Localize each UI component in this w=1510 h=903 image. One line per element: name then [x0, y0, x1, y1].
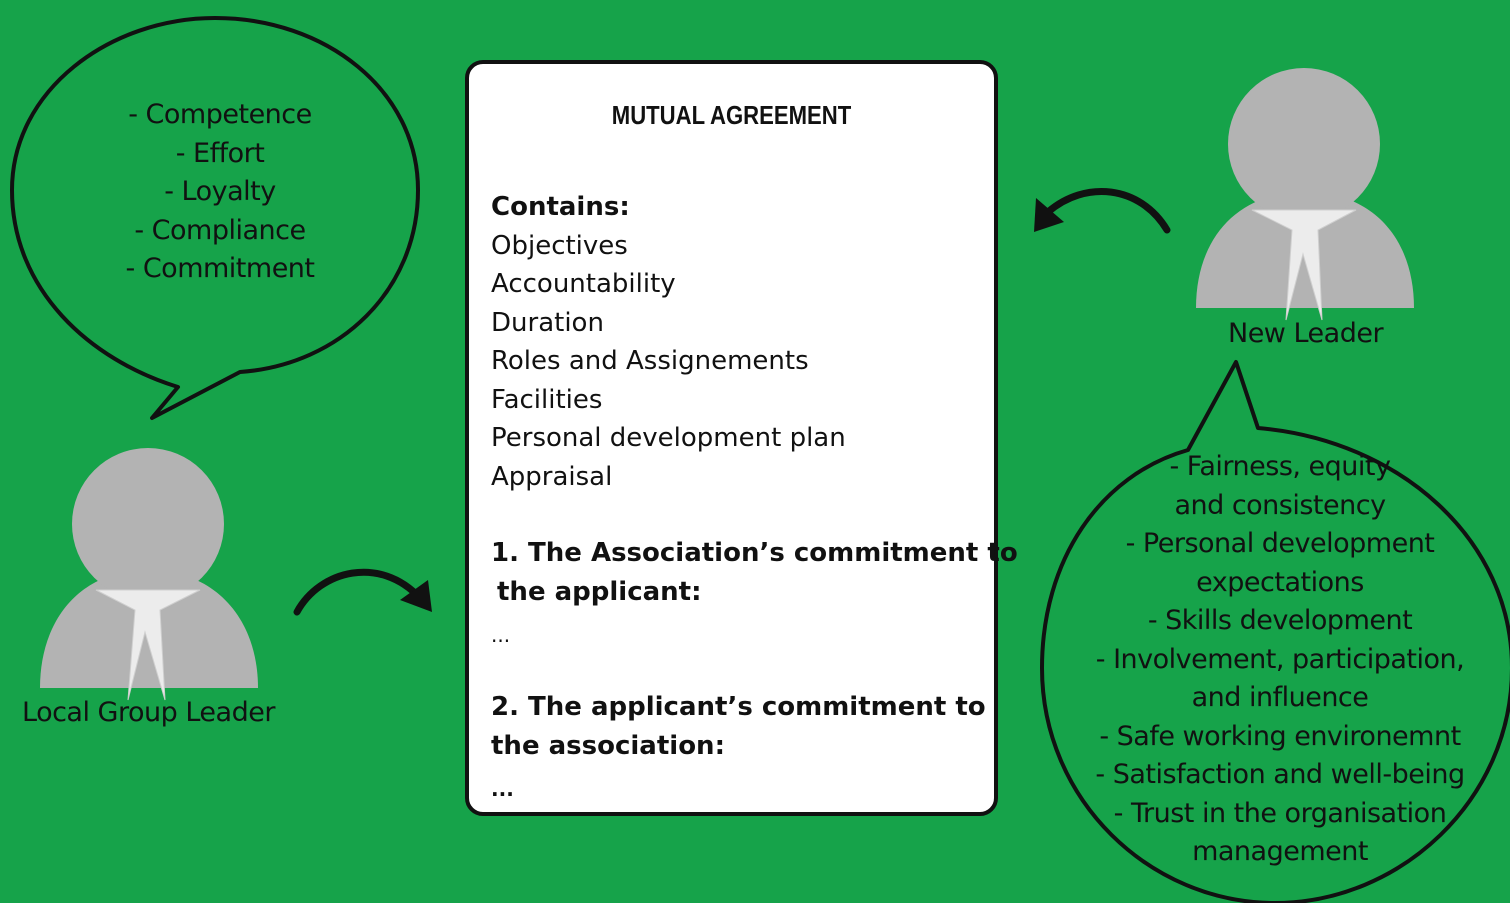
contains-item: Personal development plan [491, 423, 846, 453]
new-expectation-line: management [1192, 836, 1368, 867]
new-expectation-line: - Skills development [1147, 605, 1413, 636]
new-expectation-line: - Fairness, equity [1169, 451, 1391, 482]
contains-item: Accountability [491, 269, 676, 299]
local-scarf-icon [95, 589, 201, 701]
local-expectation-item: - Commitment [125, 253, 316, 284]
contains-item: Appraisal [491, 461, 613, 492]
new-scarf-icon [1251, 209, 1357, 321]
local-group-leader-label: Local Group Leader [22, 697, 275, 728]
local-expectations-list: - Competence - Effort - Loyalty - Compli… [60, 96, 380, 289]
contains-item: Objectives [491, 230, 628, 261]
local-leader-avatar [40, 448, 258, 701]
new-expectation-line: - Trust in the organisation [1113, 797, 1447, 829]
contains-section: Contains: Objectives Accountability Dura… [491, 188, 846, 496]
association-commitment-heading-line: the applicant: [497, 576, 702, 607]
local-expectation-item: - Competence [128, 99, 312, 130]
arrow-from-new-leader [1034, 188, 1171, 234]
applicant-commitment-heading-line: 2. The applicant’s commitment to [491, 692, 986, 722]
local-expectation-item: - Compliance [134, 214, 306, 246]
association-commitment-ellipsis: ... [491, 623, 511, 647]
mutual-agreement-document: MUTUAL AGREEMENT Contains: Objectives Ac… [465, 60, 1018, 816]
new-speech-bubble [1040, 360, 1510, 903]
new-expectation-line: - Personal development [1125, 528, 1435, 559]
association-commitment-section: 1. The Association’s commitment to the a… [491, 534, 1018, 611]
new-leader-expectations-list: - Fairness, equity and consistency - Per… [1060, 448, 1500, 872]
new-expectation-line: - Satisfaction and well-being [1095, 759, 1465, 790]
applicant-commitment-section: 2. The applicant’s commitment to the ass… [491, 688, 986, 765]
new-expectation-line: - Involvement, participation, [1095, 643, 1465, 675]
contains-item: Duration [491, 307, 604, 338]
applicant-commitment-ellipsis: ... [491, 777, 514, 801]
new-expectation-line: expectations [1196, 566, 1364, 598]
contains-item: Roles and Assignements [491, 346, 809, 376]
new-leader-label: New Leader [1228, 318, 1384, 349]
new-expectation-line: and influence [1191, 682, 1369, 713]
association-commitment-heading-line: 1. The Association’s commitment to [491, 538, 1018, 568]
contains-item: Facilities [491, 384, 603, 415]
arrow-to-agreement [293, 568, 432, 616]
new-expectation-line: - Safe working environemnt [1099, 720, 1461, 752]
agreement-title: MUTUAL AGREEMENT [611, 100, 852, 130]
new-expectation-line: and consistency [1174, 489, 1386, 521]
local-expectation-item: - Effort [175, 137, 265, 169]
contains-heading: Contains: [491, 192, 630, 222]
new-leader-avatar [1196, 68, 1414, 321]
applicant-commitment-heading-line: the association: [491, 730, 725, 761]
local-speech-bubble [10, 16, 420, 420]
local-expectation-item: - Loyalty [164, 176, 276, 207]
